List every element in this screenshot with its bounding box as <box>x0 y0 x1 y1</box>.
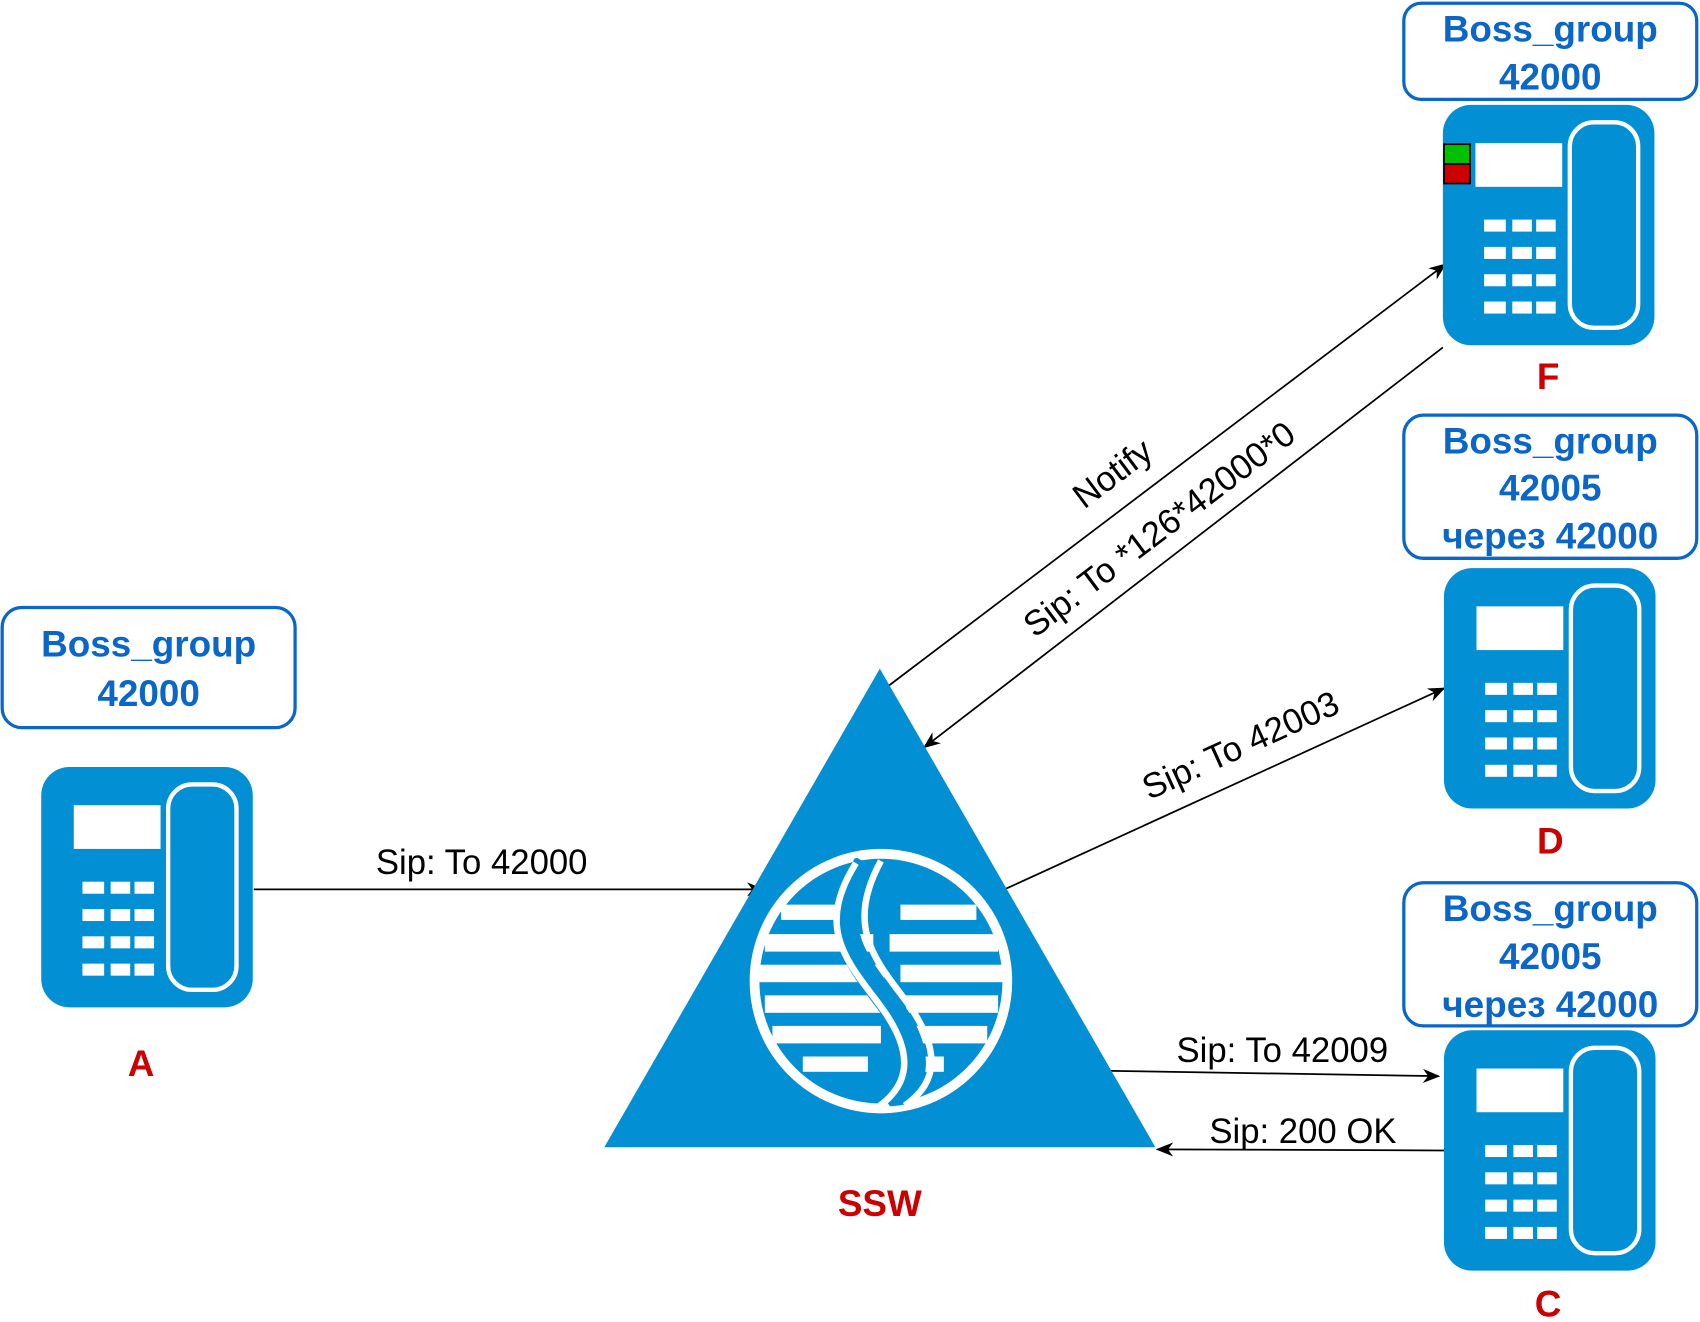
label-line: Boss_group <box>41 623 256 665</box>
edge-label-ssw-c: Sip: To 42009 <box>1177 1031 1389 1070</box>
softswitch-globe-icon <box>749 848 1013 1116</box>
phone-node-c[interactable]: Boss_group 42005 через 42000 C <box>1402 881 1699 1322</box>
node-name-f: F <box>1537 355 1560 397</box>
edge-ssw-d: Sip: To 42003 <box>1004 684 1446 891</box>
label-line: 42000 <box>97 672 200 714</box>
edge-c-ssw: Sip: 200 OK <box>1155 1112 1444 1157</box>
desk-phone-icon <box>1444 1030 1656 1270</box>
edge-ssw-c: Sip: To 42009 <box>1102 1031 1441 1083</box>
edge-label-ssw-d: Sip: To 42003 <box>1136 684 1345 808</box>
label-line: через 42000 <box>1442 514 1658 556</box>
edge-f-ssw: Sip: To *126*42000*0 <box>922 346 1444 749</box>
edge-label-a-ssw: Sip: To 42000 <box>376 843 588 882</box>
label-line: Boss_group <box>1443 887 1658 929</box>
node-name-d: D <box>1537 819 1564 861</box>
phone-node-f[interactable]: Boss_group 42000 F <box>1402 1 1699 397</box>
label-box-a: Boss_group 42000 <box>0 605 297 730</box>
label-line: 42000 <box>1499 55 1602 97</box>
ssw-node[interactable]: SSW <box>604 668 1156 1224</box>
desk-phone-icon <box>1444 568 1656 808</box>
label-line: через 42000 <box>1442 983 1658 1025</box>
desk-phone-icon <box>41 767 253 1007</box>
label-line: Boss_group <box>1443 7 1658 49</box>
node-name-ssw: SSW <box>838 1182 922 1224</box>
status-led-green <box>1443 143 1471 165</box>
edge-label-f-ssw: Sip: To *126*42000*0 <box>1016 414 1302 645</box>
edge-label-notify: Notify <box>1066 431 1161 516</box>
desk-phone-icon <box>1443 105 1655 345</box>
node-name-c: C <box>1535 1282 1562 1322</box>
label-line: 42005 <box>1499 935 1602 977</box>
edge-a-ssw: Sip: To 42000 <box>253 843 765 897</box>
node-name-a: A <box>128 1042 155 1084</box>
edge-label-c-ssw: Sip: 200 OK <box>1209 1112 1396 1151</box>
phone-node-a[interactable]: Boss_group 42000 A <box>0 605 297 1084</box>
edge-ssw-f-notify: Notify <box>884 263 1447 690</box>
status-led-red <box>1443 163 1471 185</box>
label-line: 42005 <box>1499 466 1602 508</box>
phone-node-d[interactable]: Boss_group 42005 через 42000 D <box>1402 413 1699 861</box>
label-box-c: Boss_group 42005 через 42000 <box>1402 881 1699 1028</box>
label-box-d: Boss_group 42005 через 42000 <box>1402 413 1699 560</box>
label-box-f: Boss_group 42000 <box>1402 1 1699 102</box>
label-line: Boss_group <box>1443 419 1658 461</box>
